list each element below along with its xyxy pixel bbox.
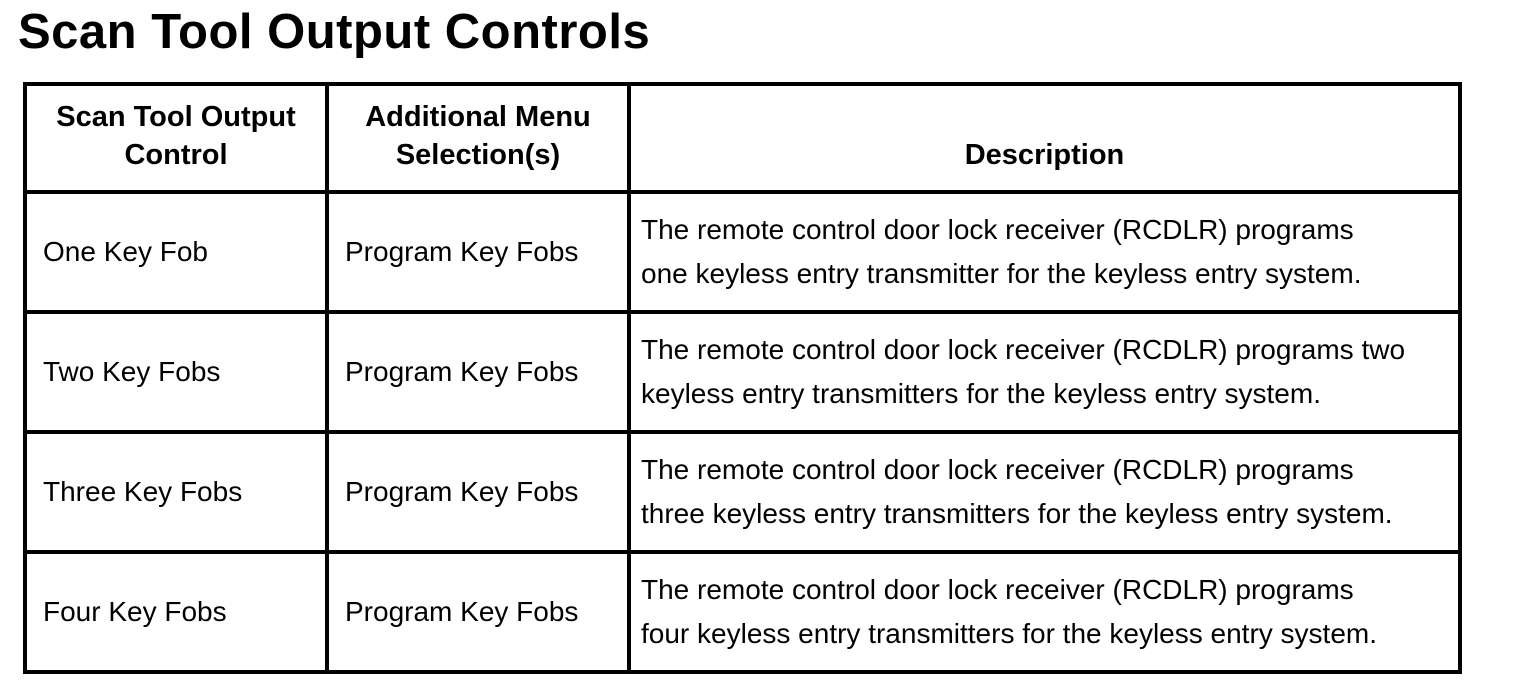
cell-control: One Key Fob xyxy=(23,190,329,314)
cell-description: The remote control door lock receiver (R… xyxy=(627,190,1462,314)
cell-description: The remote control door lock receiver (R… xyxy=(627,430,1462,554)
cell-menu-selection: Program Key Fobs xyxy=(325,430,631,554)
column-header-description: Description xyxy=(627,82,1462,194)
scan-tool-output-controls-table: Scan Tool Output Control Additional Menu… xyxy=(23,82,1462,674)
cell-menu-selection: Program Key Fobs xyxy=(325,310,631,434)
table-row: One Key Fob Program Key Fobs The remote … xyxy=(23,190,1462,314)
cell-control: Two Key Fobs xyxy=(23,310,329,434)
cell-description: The remote control door lock receiver (R… xyxy=(627,550,1462,674)
cell-control: Three Key Fobs xyxy=(23,430,329,554)
column-header-additional-menu-selections: Additional Menu Selection(s) xyxy=(325,82,631,194)
column-header-scan-tool-output-control: Scan Tool Output Control xyxy=(23,82,329,194)
cell-description: The remote control door lock receiver (R… xyxy=(627,310,1462,434)
table-row: Two Key Fobs Program Key Fobs The remote… xyxy=(23,310,1462,434)
page-title: Scan Tool Output Controls xyxy=(18,5,651,59)
cell-menu-selection: Program Key Fobs xyxy=(325,190,631,314)
table-row: Three Key Fobs Program Key Fobs The remo… xyxy=(23,430,1462,554)
cell-control: Four Key Fobs xyxy=(23,550,329,674)
cell-menu-selection: Program Key Fobs xyxy=(325,550,631,674)
table-header-row: Scan Tool Output Control Additional Menu… xyxy=(23,82,1462,194)
table-row: Four Key Fobs Program Key Fobs The remot… xyxy=(23,550,1462,674)
